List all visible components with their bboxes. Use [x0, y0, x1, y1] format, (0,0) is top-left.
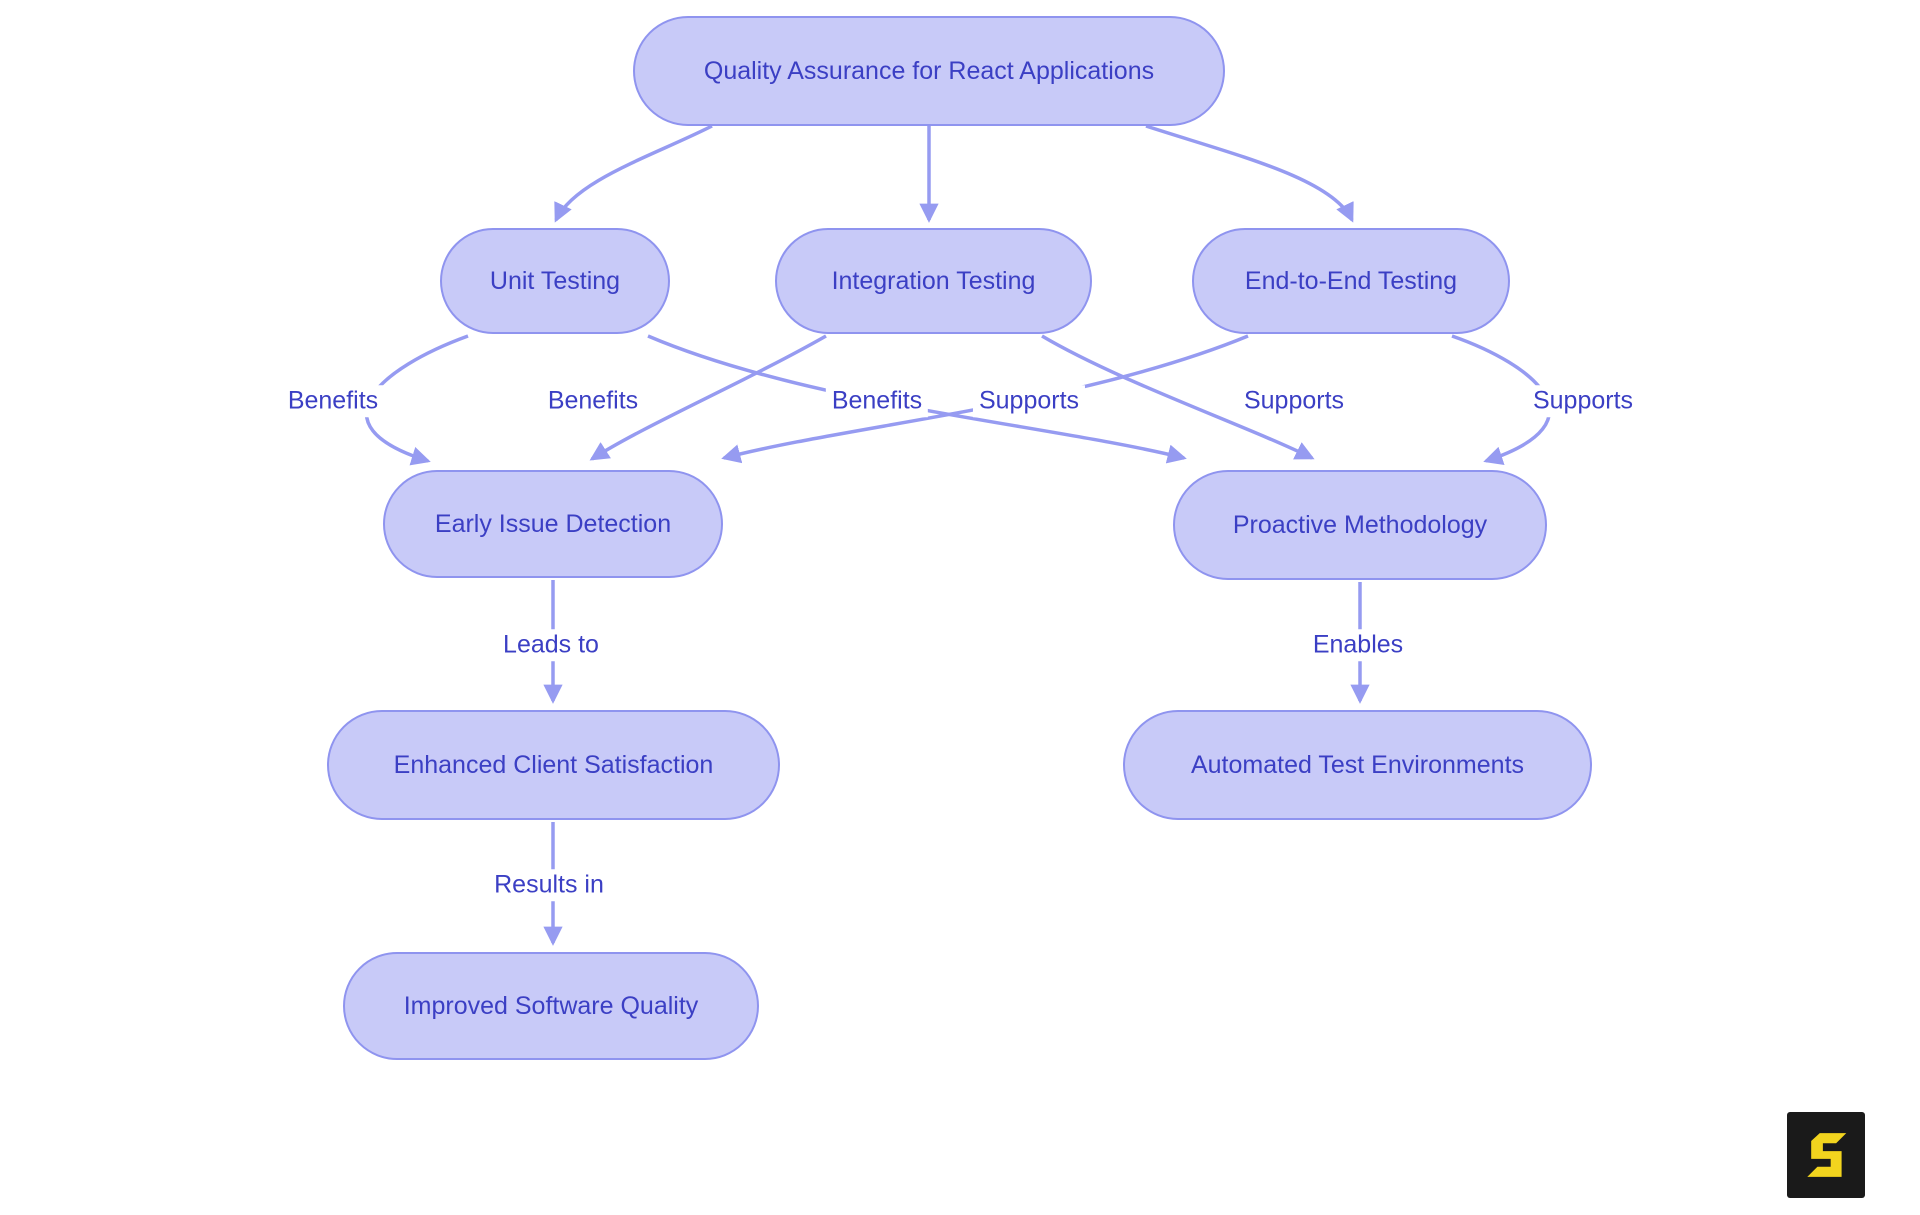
- edge-label-benefits-1: Benefits: [281, 385, 385, 417]
- edge-label-supports-1: Supports: [972, 385, 1086, 417]
- node-improved-software-quality: Improved Software Quality: [343, 952, 759, 1060]
- edge-integration-early: [589, 334, 827, 461]
- node-unit-testing: Unit Testing: [440, 228, 670, 334]
- edge-qa-e2e: [1145, 124, 1354, 223]
- brand-logo: [1787, 1112, 1865, 1198]
- edge-label-results-in: Results in: [488, 869, 610, 901]
- node-integration-testing: Integration Testing: [775, 228, 1092, 334]
- edge-label-enables: Enables: [1306, 629, 1410, 661]
- edge-e2e-early: [721, 334, 1249, 464]
- edge-label-leads-to: Leads to: [497, 629, 605, 661]
- node-end-to-end-testing: End-to-End Testing: [1192, 228, 1510, 334]
- edge-qa-unit: [554, 124, 713, 223]
- logo-s-icon: [1807, 1133, 1847, 1177]
- edge-label-benefits-2: Benefits: [541, 385, 645, 417]
- node-automated-test-environments: Automated Test Environments: [1123, 710, 1592, 820]
- node-quality-assurance: Quality Assurance for React Applications: [633, 16, 1225, 126]
- node-proactive-methodology: Proactive Methodology: [1173, 470, 1547, 580]
- node-enhanced-client-satisfaction: Enhanced Client Satisfaction: [327, 710, 780, 820]
- edge-label-supports-3: Supports: [1526, 385, 1640, 417]
- edge-label-supports-2: Supports: [1237, 385, 1351, 417]
- edge-label-benefits-3: Benefits: [825, 385, 929, 417]
- node-early-issue-detection: Early Issue Detection: [383, 470, 723, 578]
- edge-integration-proactive: [1041, 334, 1315, 460]
